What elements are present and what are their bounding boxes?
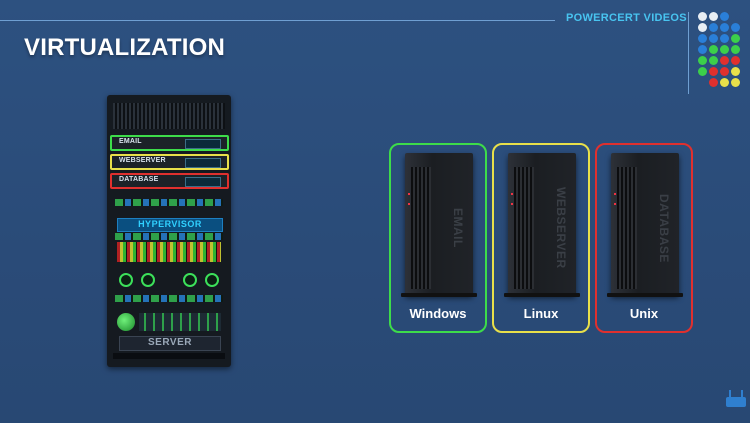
- vm-label-database: DATABASE: [119, 176, 159, 183]
- rack-status-panel: [139, 313, 221, 331]
- server-tower-icon: EMAIL: [405, 153, 473, 295]
- vm-slot-database: DATABASE: [110, 173, 229, 189]
- vm-status-display: [185, 139, 221, 149]
- os-label-linux: Linux: [523, 306, 559, 321]
- fan-icon: [183, 273, 197, 287]
- os-card-unix: DATABASE Unix: [595, 143, 693, 333]
- rack-vent: [113, 103, 225, 129]
- rack-level-meter: [117, 242, 221, 262]
- router-icon: [726, 390, 746, 407]
- vm-label-email: EMAIL: [119, 138, 142, 145]
- server-tower-icon: DATABASE: [611, 153, 679, 295]
- rack-indicator-strip: [115, 233, 223, 240]
- rack-indicator-strip: [115, 199, 223, 206]
- vm-slot-email: EMAIL: [110, 135, 229, 151]
- vm-status-display: [185, 177, 221, 187]
- slide-title: VIRTUALIZATION: [24, 34, 225, 61]
- fan-icon: [119, 273, 133, 287]
- header-divider: [0, 20, 555, 21]
- globe-icon: [117, 313, 135, 331]
- server-rack: EMAIL WEBSERVER DATABASE HYPERVISOR SERV…: [107, 95, 231, 367]
- fan-icon: [141, 273, 155, 287]
- tower-role-label: WEBSERVER: [554, 187, 568, 269]
- hypervisor-label: HYPERVISOR: [138, 219, 202, 229]
- tower-role-label: EMAIL: [451, 208, 465, 248]
- brand-name: POWERCERT VIDEOS: [566, 12, 687, 24]
- os-card-linux: WEBSERVER Linux: [492, 143, 590, 333]
- os-label-unix: Unix: [629, 306, 659, 321]
- server-tower-icon: WEBSERVER: [508, 153, 576, 295]
- rack-indicator-strip: [115, 295, 223, 302]
- os-card-windows: EMAIL Windows: [389, 143, 487, 333]
- fan-icon: [205, 273, 219, 287]
- vm-label-webserver: WEBSERVER: [119, 157, 166, 164]
- dot-grid-logo-icon: [698, 12, 750, 92]
- os-label-windows: Windows: [409, 306, 467, 321]
- hypervisor-layer: HYPERVISOR: [117, 218, 223, 232]
- rack-base: [113, 353, 225, 359]
- server-label: SERVER: [119, 336, 221, 351]
- logo-divider: [688, 12, 689, 94]
- vm-slot-webserver: WEBSERVER: [110, 154, 229, 170]
- tower-role-label: DATABASE: [657, 193, 671, 263]
- vm-status-display: [185, 158, 221, 168]
